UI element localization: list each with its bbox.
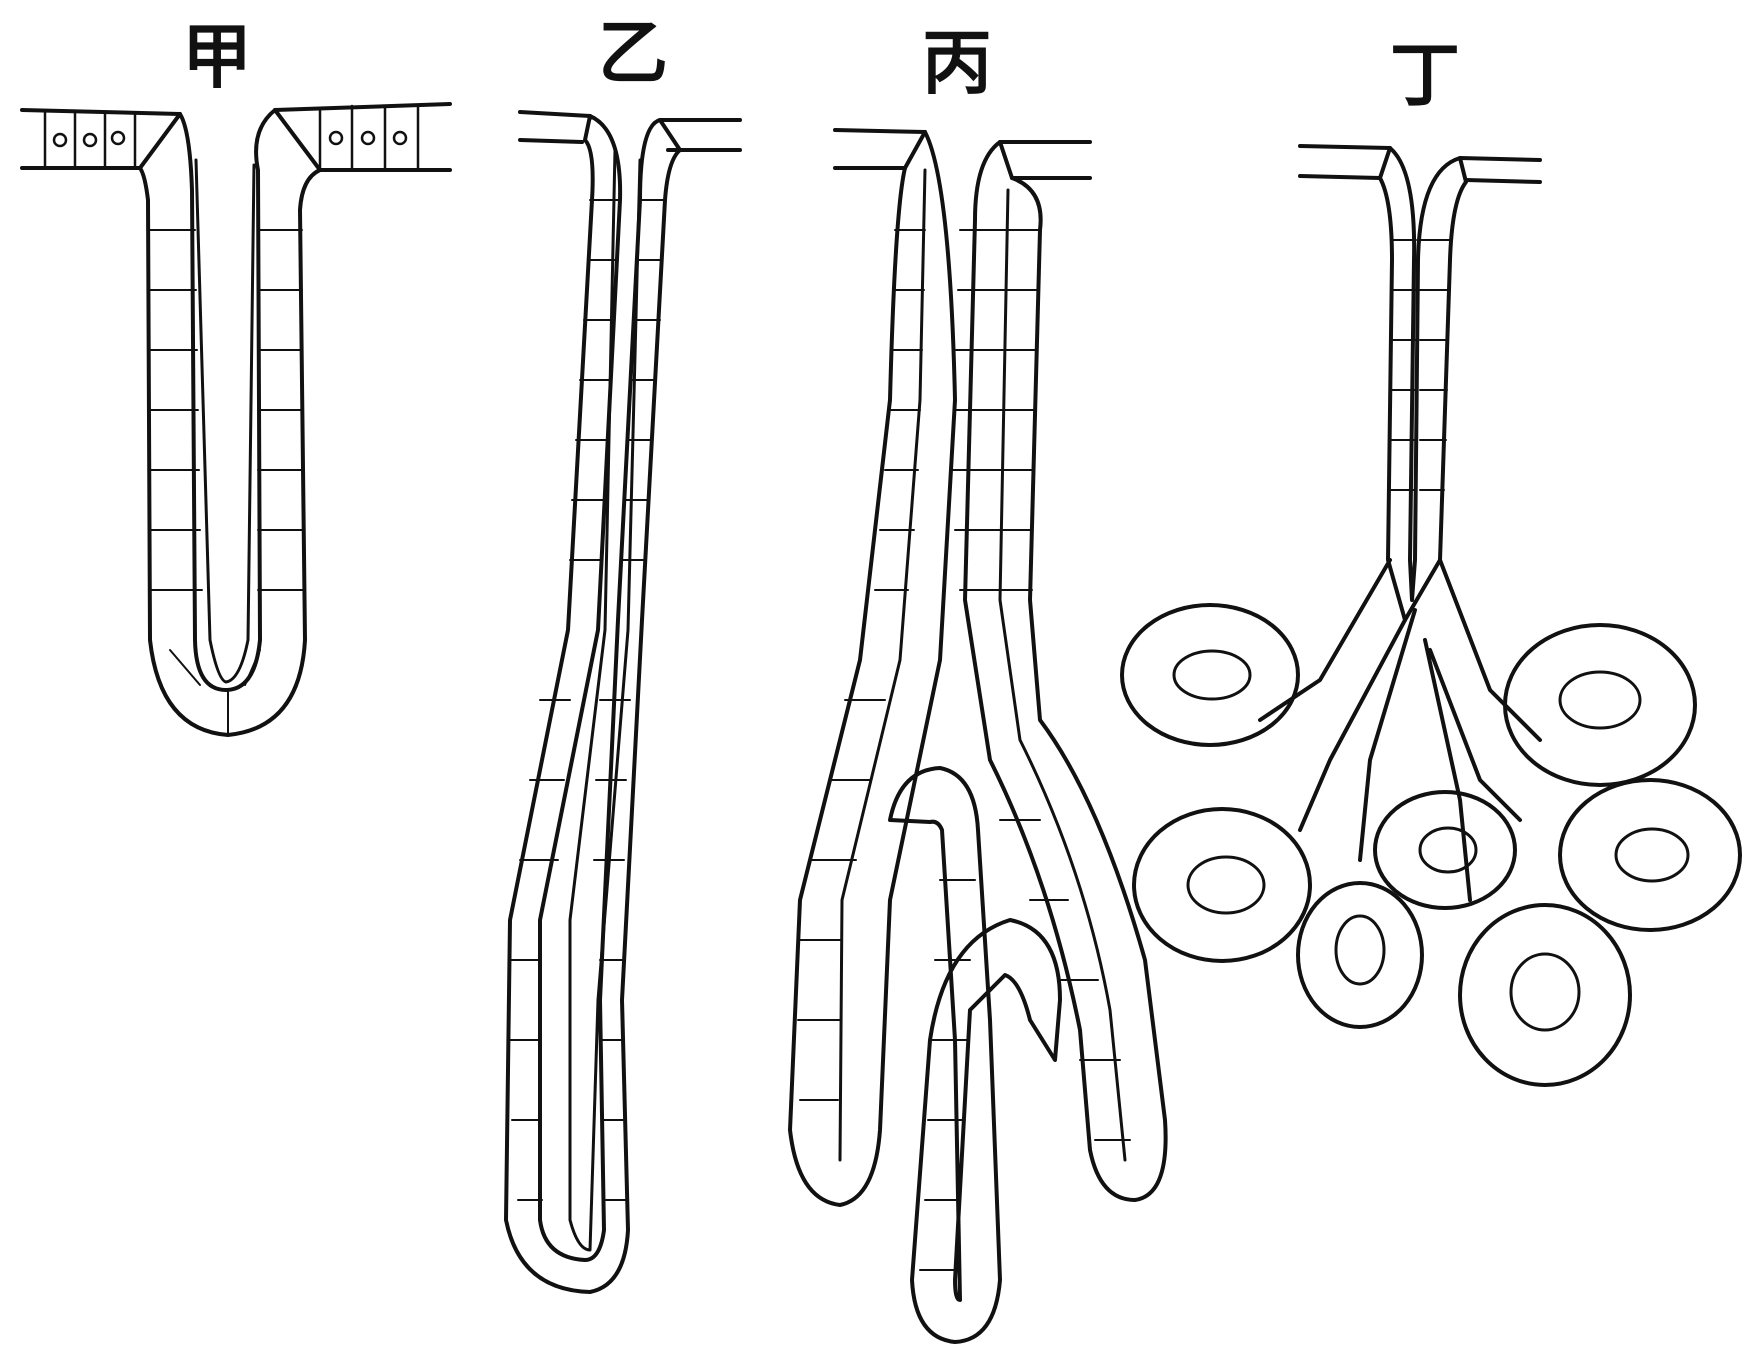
alveolus-middle-right — [1375, 792, 1515, 908]
panel-a-cell-divisions — [150, 230, 304, 735]
alveolus-bottom-left — [1298, 883, 1422, 1027]
panel-b-surface-epithelium — [520, 112, 740, 150]
panel-d-compound-alveolar-gland — [1122, 146, 1740, 1085]
panel-b-long-tubular-gland — [506, 112, 740, 1292]
panel-c-surface-epithelium — [835, 130, 1090, 178]
alveolus-far-right — [1560, 780, 1740, 930]
panel-a-simple-tubular-gland — [22, 104, 450, 735]
alveolus-lower-left — [1134, 809, 1310, 961]
panel-a-lumen — [196, 160, 254, 682]
panel-d-duct-cells — [1390, 240, 1450, 490]
panel-d-right-branch-duct — [1425, 560, 1540, 900]
alveolus-upper-left — [1122, 605, 1298, 745]
alveolus-upper-right — [1505, 625, 1695, 785]
panel-d-surface-epithelium — [1300, 146, 1540, 182]
panel-c-middle-branch — [890, 768, 1060, 1342]
panel-c-right-lumen — [1000, 190, 1125, 1160]
panel-b-cell-divisions — [510, 200, 664, 1200]
alveolus-bottom-right — [1460, 905, 1630, 1085]
panel-a-surface-cells — [45, 105, 418, 170]
panel-c-branched-tubular-gland — [790, 130, 1166, 1342]
panel-c-right-branch — [965, 142, 1166, 1200]
panel-a-tube-outer-wall — [140, 110, 320, 735]
panel-d-main-duct — [1380, 148, 1466, 620]
panel-c-left-lumen — [840, 170, 925, 1160]
panel-d-alveoli — [1122, 605, 1740, 1085]
